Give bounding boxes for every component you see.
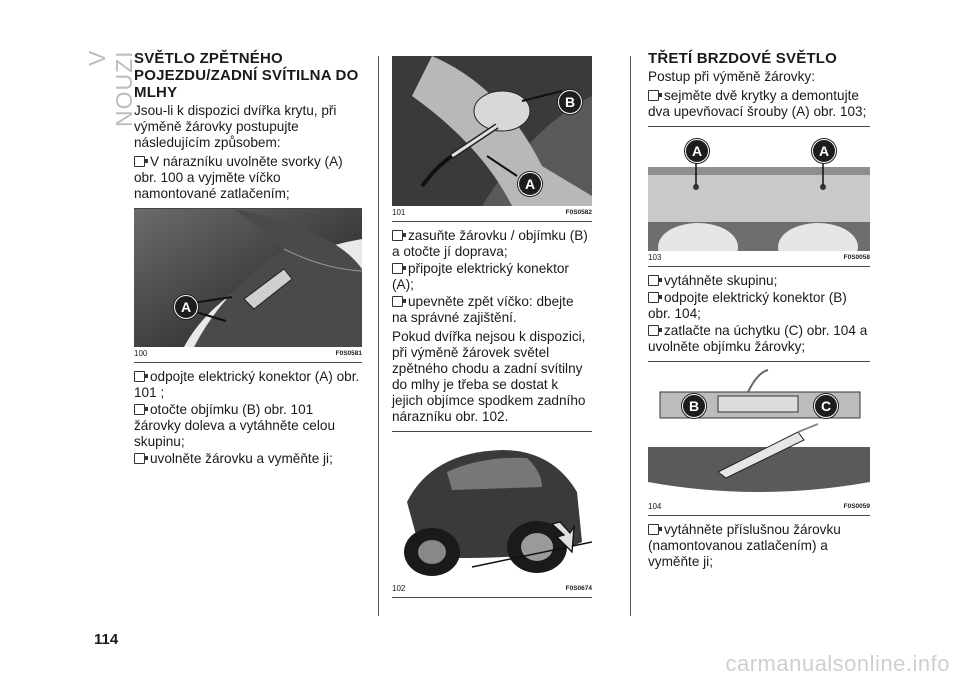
column-1: SVĚTLO ZPĚTNÉHO POJEZDU/ZADNÍ SVÍTILNA D… [134, 50, 362, 468]
page-number: 114 [94, 631, 119, 648]
figure-code: F0S0058 [843, 254, 870, 261]
figure-104-image: B C [648, 361, 870, 500]
brake-light-unit-illustration [648, 362, 870, 500]
step-bullet-icon [392, 296, 406, 307]
bumper-panel-illustration [134, 209, 362, 347]
figure-101: B A 101 F0S0582 [392, 56, 592, 222]
step-bullet-icon [648, 292, 662, 303]
figure-caption: 101 F0S0582 [392, 208, 592, 222]
callout-b: B [682, 394, 706, 418]
step-bullet-icon [134, 453, 148, 464]
lamp-socket-illustration [392, 56, 592, 206]
step-bullet-icon [648, 90, 662, 101]
figure-101-image: B A [392, 56, 592, 206]
figure-code: F0S0582 [565, 209, 592, 216]
callout-c: C [814, 394, 838, 418]
callout-a: A [812, 139, 836, 163]
step-bullet-icon [648, 275, 662, 286]
figure-caption: 103 F0S0058 [648, 253, 870, 267]
intro-text: Postup při výměně žárovky: [648, 69, 815, 84]
step-item: vytáhněte skupinu; [648, 273, 870, 289]
step-item: upevněte zpět víčko: dbejte na správné z… [392, 294, 574, 325]
section-title-third-brake: TŘETÍ BRZDOVÉ SVĚTLO [648, 50, 838, 67]
column-divider [378, 56, 379, 616]
figure-number: 103 [648, 253, 662, 262]
section-side-tab: V NOUZI [84, 50, 137, 127]
step-bullet-icon [392, 263, 406, 274]
column-3: TŘETÍ BRZDOVÉ SVĚTLO Postup při výměně ž… [648, 50, 870, 571]
callout-a: A [685, 139, 709, 163]
step-item: uvolněte žárovku a vyměňte ji; [134, 451, 362, 467]
brake-light-housing-illustration [648, 127, 870, 251]
section-title-reverse-fog: SVĚTLO ZPĚTNÉHO POJEZDU/ZADNÍ SVÍTILNA D… [134, 50, 359, 101]
step-item: sejměte dvě krytky a demontujte dva upev… [648, 88, 867, 119]
step-item: V nárazníku uvolněte svorky (A) obr. 100… [134, 154, 343, 201]
callout-a: A [174, 295, 198, 319]
step-bullet-icon [392, 230, 406, 241]
figure-caption: 102 F0S0674 [392, 584, 592, 598]
callout-b: B [558, 90, 582, 114]
intro-text: Jsou-li k dispozici dvířka krytu, při vý… [134, 103, 337, 150]
step-item: zasuňte žárovku / objímku (B) a otočte j… [392, 228, 588, 259]
figure-caption: 100 F0S0581 [134, 349, 362, 363]
car-rear-illustration [392, 432, 592, 582]
step-bullet-icon [648, 325, 662, 336]
step-item: odpojte elektrický konektor (A) obr. 101… [134, 369, 360, 400]
figure-100-image: A [134, 208, 362, 347]
figure-code: F0S0581 [335, 350, 362, 357]
figure-104: B C 104 F0S0059 [648, 361, 870, 516]
figure-103: A A 103 F0S0058 [648, 126, 870, 267]
figure-number: 104 [648, 502, 662, 511]
figure-102-image [392, 431, 592, 582]
step-item: připojte elektrický konektor (A); [392, 261, 569, 292]
figure-code: F0S0674 [565, 585, 592, 592]
step-bullet-icon [134, 156, 148, 167]
figure-102: 102 F0S0674 [392, 431, 592, 598]
step-item: otočte objímku (B) obr. 101 žárovky dole… [134, 402, 336, 449]
callout-a: A [518, 172, 542, 196]
step-item: vytáhněte příslušnou žárovku (namontovan… [648, 522, 841, 569]
figure-code: F0S0059 [843, 503, 870, 510]
watermark: carmanualsonline.info [725, 651, 950, 676]
paragraph-no-door: Pokud dvířka nejsou k dispozici, při vým… [392, 329, 586, 424]
step-item: odpojte elektrický konektor (B) obr. 104… [648, 290, 847, 321]
figure-100: A 100 F0S0581 [134, 208, 362, 363]
figure-caption: 104 F0S0059 [648, 502, 870, 516]
figure-number: 100 [134, 349, 148, 358]
column-2: B A 101 F0S0582 zasuňte žárovku / objímk… [392, 56, 592, 604]
step-bullet-icon [134, 404, 148, 415]
step-bullet-icon [648, 524, 662, 535]
step-item: zatlačte na úchytku (C) obr. 104 a uvoln… [648, 323, 868, 354]
step-bullet-icon [134, 371, 148, 382]
figure-number: 101 [392, 208, 406, 217]
column-divider [630, 56, 631, 616]
figure-103-image: A A [648, 126, 870, 251]
figure-number: 102 [392, 584, 406, 593]
